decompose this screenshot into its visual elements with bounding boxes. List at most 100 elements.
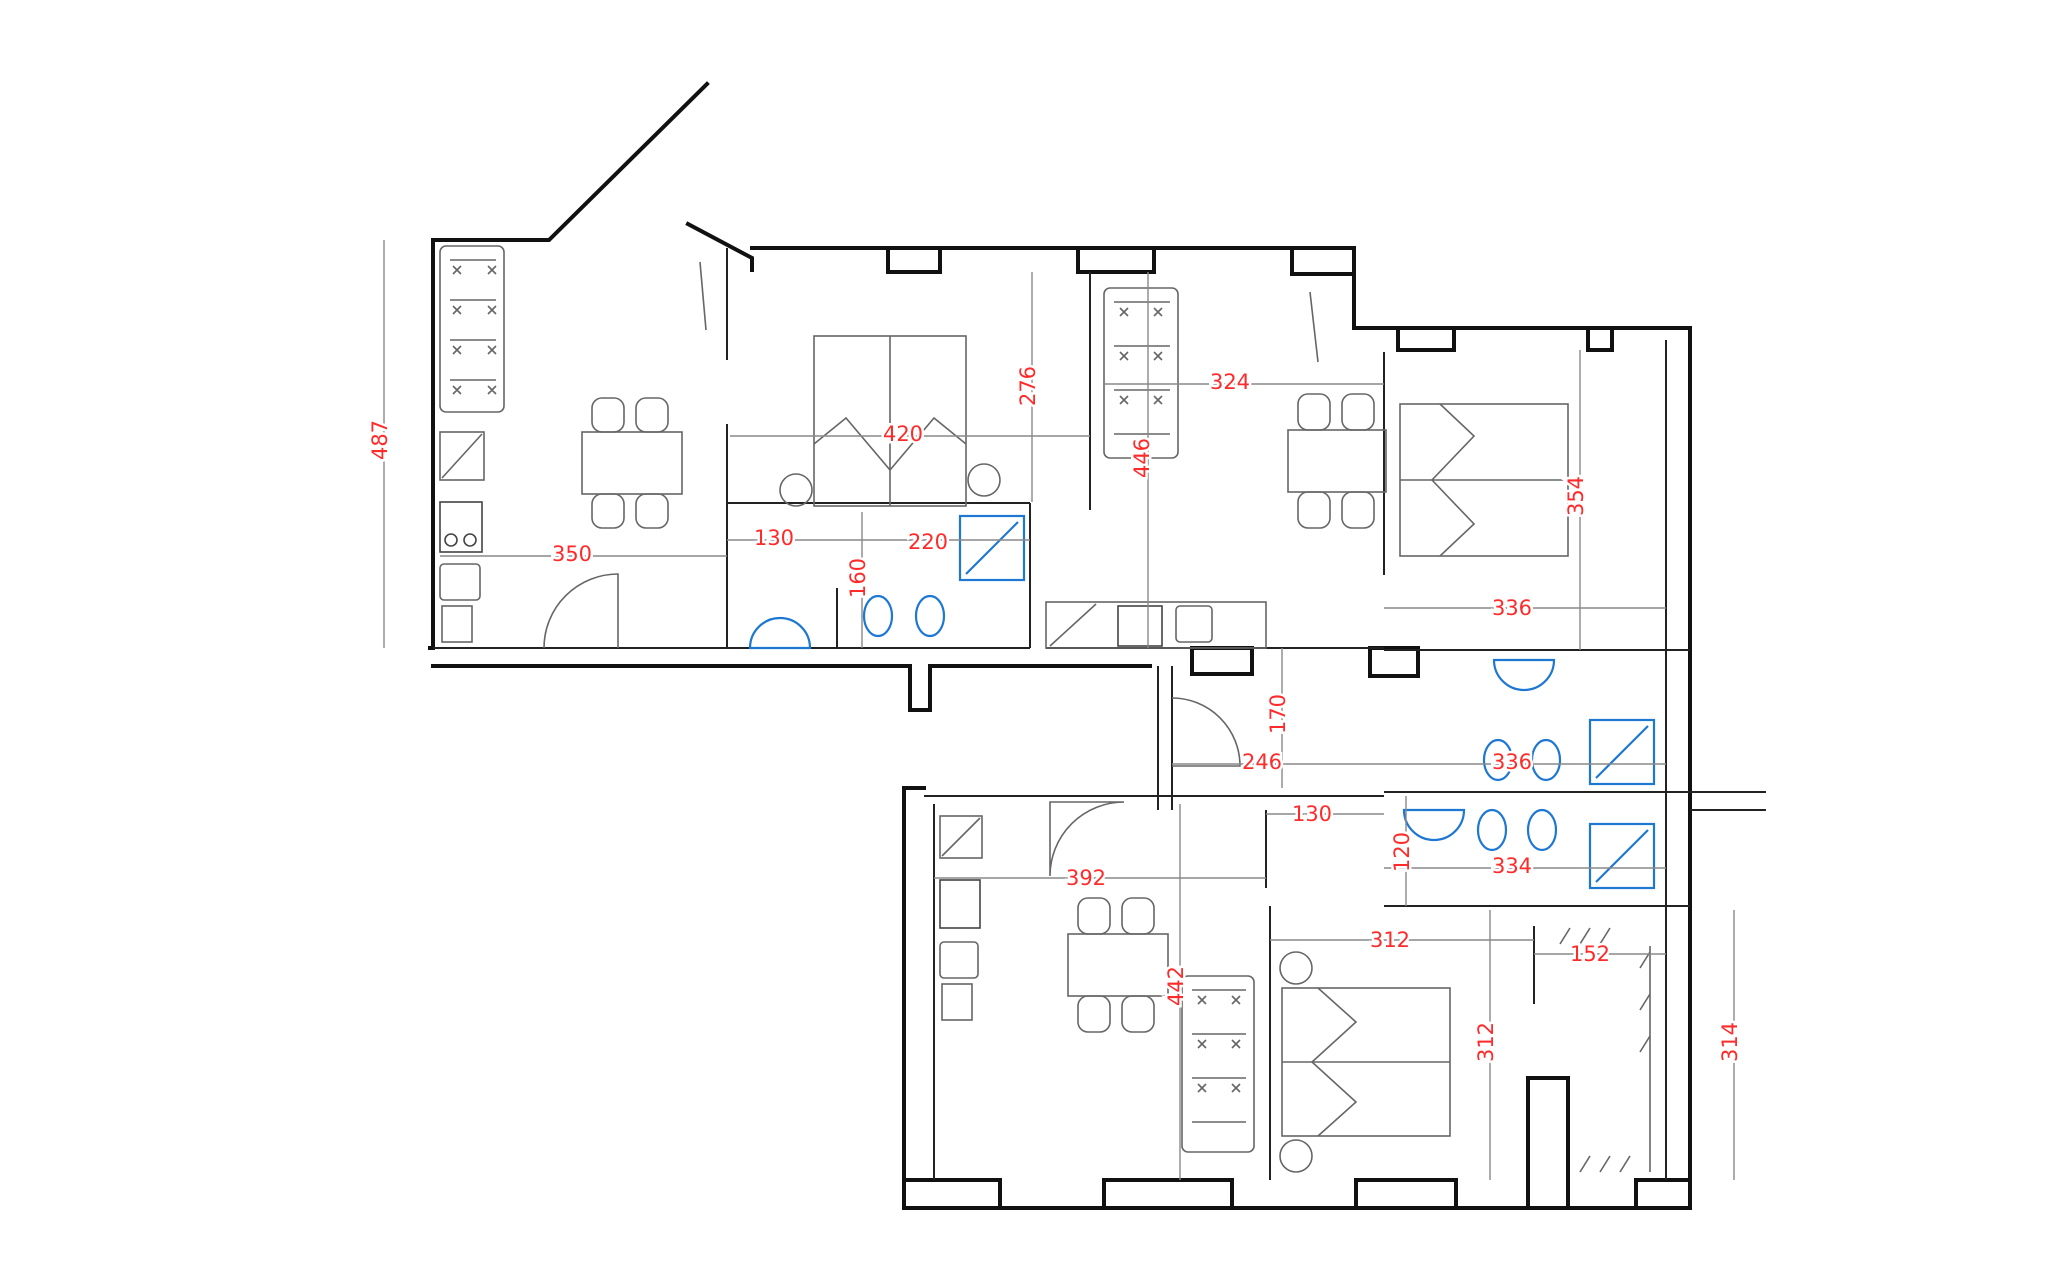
bed-1-sheets bbox=[813, 416, 967, 472]
upper-left-outer-wall bbox=[428, 238, 435, 650]
chair-l-2 bbox=[1121, 897, 1155, 935]
toilet-2 bbox=[1530, 738, 1562, 782]
chair-ul-1 bbox=[591, 397, 625, 433]
shower-2-diag bbox=[1595, 725, 1649, 779]
chair-m-3 bbox=[1297, 491, 1331, 529]
lower-living-door bbox=[1049, 801, 1125, 877]
toilet-3 bbox=[1526, 808, 1558, 852]
bed-3-nightstand-2 bbox=[1279, 1139, 1313, 1173]
lower-left-wall bbox=[902, 786, 1692, 1210]
dimension-labels: 487 420 276 350 130 220 160 324 446 354 … bbox=[366, 363, 1745, 1064]
upper-step-block-2 bbox=[1396, 326, 1456, 352]
drainer-upper-left bbox=[441, 605, 473, 643]
chair-ul-3 bbox=[591, 493, 625, 529]
lower-window-block-1 bbox=[902, 1178, 1002, 1210]
washbasin-3 bbox=[1402, 808, 1466, 842]
dim-label-bedroom2-depth: 354 bbox=[1564, 476, 1588, 516]
chair-m-1 bbox=[1297, 393, 1331, 431]
stove-burner-2 bbox=[463, 533, 477, 547]
sofa-upper-left-cushions bbox=[450, 259, 497, 395]
walls bbox=[428, 81, 1766, 1210]
stove-burner-1 bbox=[444, 533, 458, 547]
dining-table-upper-left bbox=[581, 431, 683, 495]
drainer-lower bbox=[941, 983, 973, 1021]
chair-l-1 bbox=[1077, 897, 1111, 935]
sink-lower bbox=[939, 941, 979, 979]
bed-2-sheets bbox=[1430, 403, 1476, 557]
sofa-lower bbox=[1181, 975, 1255, 1153]
bed-1-nightstand-left bbox=[779, 473, 813, 507]
dim-label-kitchen2-width: 324 bbox=[1210, 370, 1250, 394]
stove-middle bbox=[1117, 605, 1163, 647]
dim-label-living-height: 487 bbox=[368, 420, 392, 460]
dim-label-corridor-depth: 170 bbox=[1266, 694, 1290, 734]
kitchen-counter-middle bbox=[1045, 601, 1267, 649]
dim-label-living3-height: 442 bbox=[1164, 966, 1188, 1006]
sofa-middle-cushions bbox=[1114, 301, 1170, 435]
toilet-1 bbox=[914, 594, 946, 638]
doors bbox=[543, 261, 1319, 877]
sink-upper-left bbox=[439, 563, 481, 601]
bidet-1 bbox=[862, 594, 894, 638]
washbasin-1 bbox=[748, 616, 812, 650]
dim-label-bath1-width: 220 bbox=[908, 530, 948, 554]
angled-bay-wall bbox=[685, 221, 754, 272]
top-window-block-1 bbox=[886, 246, 942, 274]
upper-bottom-wall bbox=[431, 664, 1152, 712]
dim-label-living-width: 350 bbox=[552, 542, 592, 566]
dim-label-bedroom2-width: 336 bbox=[1492, 596, 1532, 620]
bidet-2 bbox=[1482, 738, 1514, 782]
shower-1 bbox=[958, 514, 1026, 582]
dim-label-bath3-width: 334 bbox=[1492, 854, 1532, 878]
lower-pillar bbox=[1526, 1076, 1570, 1210]
stove-upper-left bbox=[439, 501, 483, 553]
dim-label-bedroom3-depth: 312 bbox=[1474, 1022, 1498, 1062]
shower-3 bbox=[1588, 822, 1656, 890]
sofa-upper-left bbox=[439, 245, 505, 413]
wardrobe-hangers bbox=[1559, 927, 1651, 1173]
bed-3-nightstand bbox=[1279, 951, 1313, 985]
upper-step-block bbox=[1290, 246, 1356, 276]
dim-label-living3-width: 392 bbox=[1066, 866, 1106, 890]
shower-3-diag bbox=[1595, 829, 1649, 883]
washbasin-2 bbox=[1492, 658, 1556, 692]
shower-2 bbox=[1588, 718, 1656, 786]
sink-middle bbox=[1175, 605, 1213, 643]
chair-m-2 bbox=[1341, 393, 1375, 431]
dim-label-bath1-depth: 160 bbox=[846, 558, 870, 598]
dim-label-hall-width: 130 bbox=[754, 526, 794, 550]
dining-table-middle bbox=[1287, 429, 1387, 493]
dim-label-bath3-depth: 120 bbox=[1390, 832, 1414, 872]
stove-lower bbox=[939, 879, 981, 929]
chair-l-3 bbox=[1077, 995, 1111, 1033]
dim-label-bedroom1-width: 420 bbox=[883, 422, 923, 446]
top-window-block-2 bbox=[1076, 246, 1156, 274]
bed-1-nightstand-right bbox=[967, 463, 1001, 497]
cabinet-lower bbox=[939, 815, 983, 859]
dim-label-wardrobe-width: 152 bbox=[1570, 942, 1610, 966]
furniture bbox=[439, 245, 1651, 1173]
bay-door-leaf-1 bbox=[699, 261, 707, 331]
dim-label-hall2-width: 130 bbox=[1292, 802, 1332, 826]
corridor-pillar bbox=[1190, 646, 1254, 676]
dim-label-bedroom3-width: 312 bbox=[1370, 928, 1410, 952]
bay-door-leaf-2 bbox=[1309, 291, 1319, 363]
chair-ul-4 bbox=[635, 493, 669, 529]
bed-3-sheets bbox=[1310, 987, 1358, 1137]
sofa-lower-cushions bbox=[1192, 989, 1246, 1123]
dim-label-bath2-width: 336 bbox=[1492, 750, 1532, 774]
upper-right-top-wall bbox=[1446, 326, 1692, 1210]
shower-1-diag bbox=[965, 521, 1019, 575]
cabinet-upper-left bbox=[439, 431, 485, 481]
upper-right-step-wall bbox=[1290, 246, 1450, 330]
right-pillar-top bbox=[1586, 326, 1614, 352]
dim-label-kitchen2-height: 446 bbox=[1130, 438, 1154, 478]
dim-label-unit3-depth: 314 bbox=[1718, 1022, 1742, 1062]
lower-right-block bbox=[1634, 1178, 1692, 1210]
chair-ul-2 bbox=[635, 397, 669, 433]
dim-label-bedroom1-depth: 276 bbox=[1016, 366, 1040, 406]
upper-left-top-wall bbox=[431, 81, 710, 242]
cabinet-lower-diag bbox=[941, 817, 981, 857]
bidet-3 bbox=[1476, 808, 1508, 852]
